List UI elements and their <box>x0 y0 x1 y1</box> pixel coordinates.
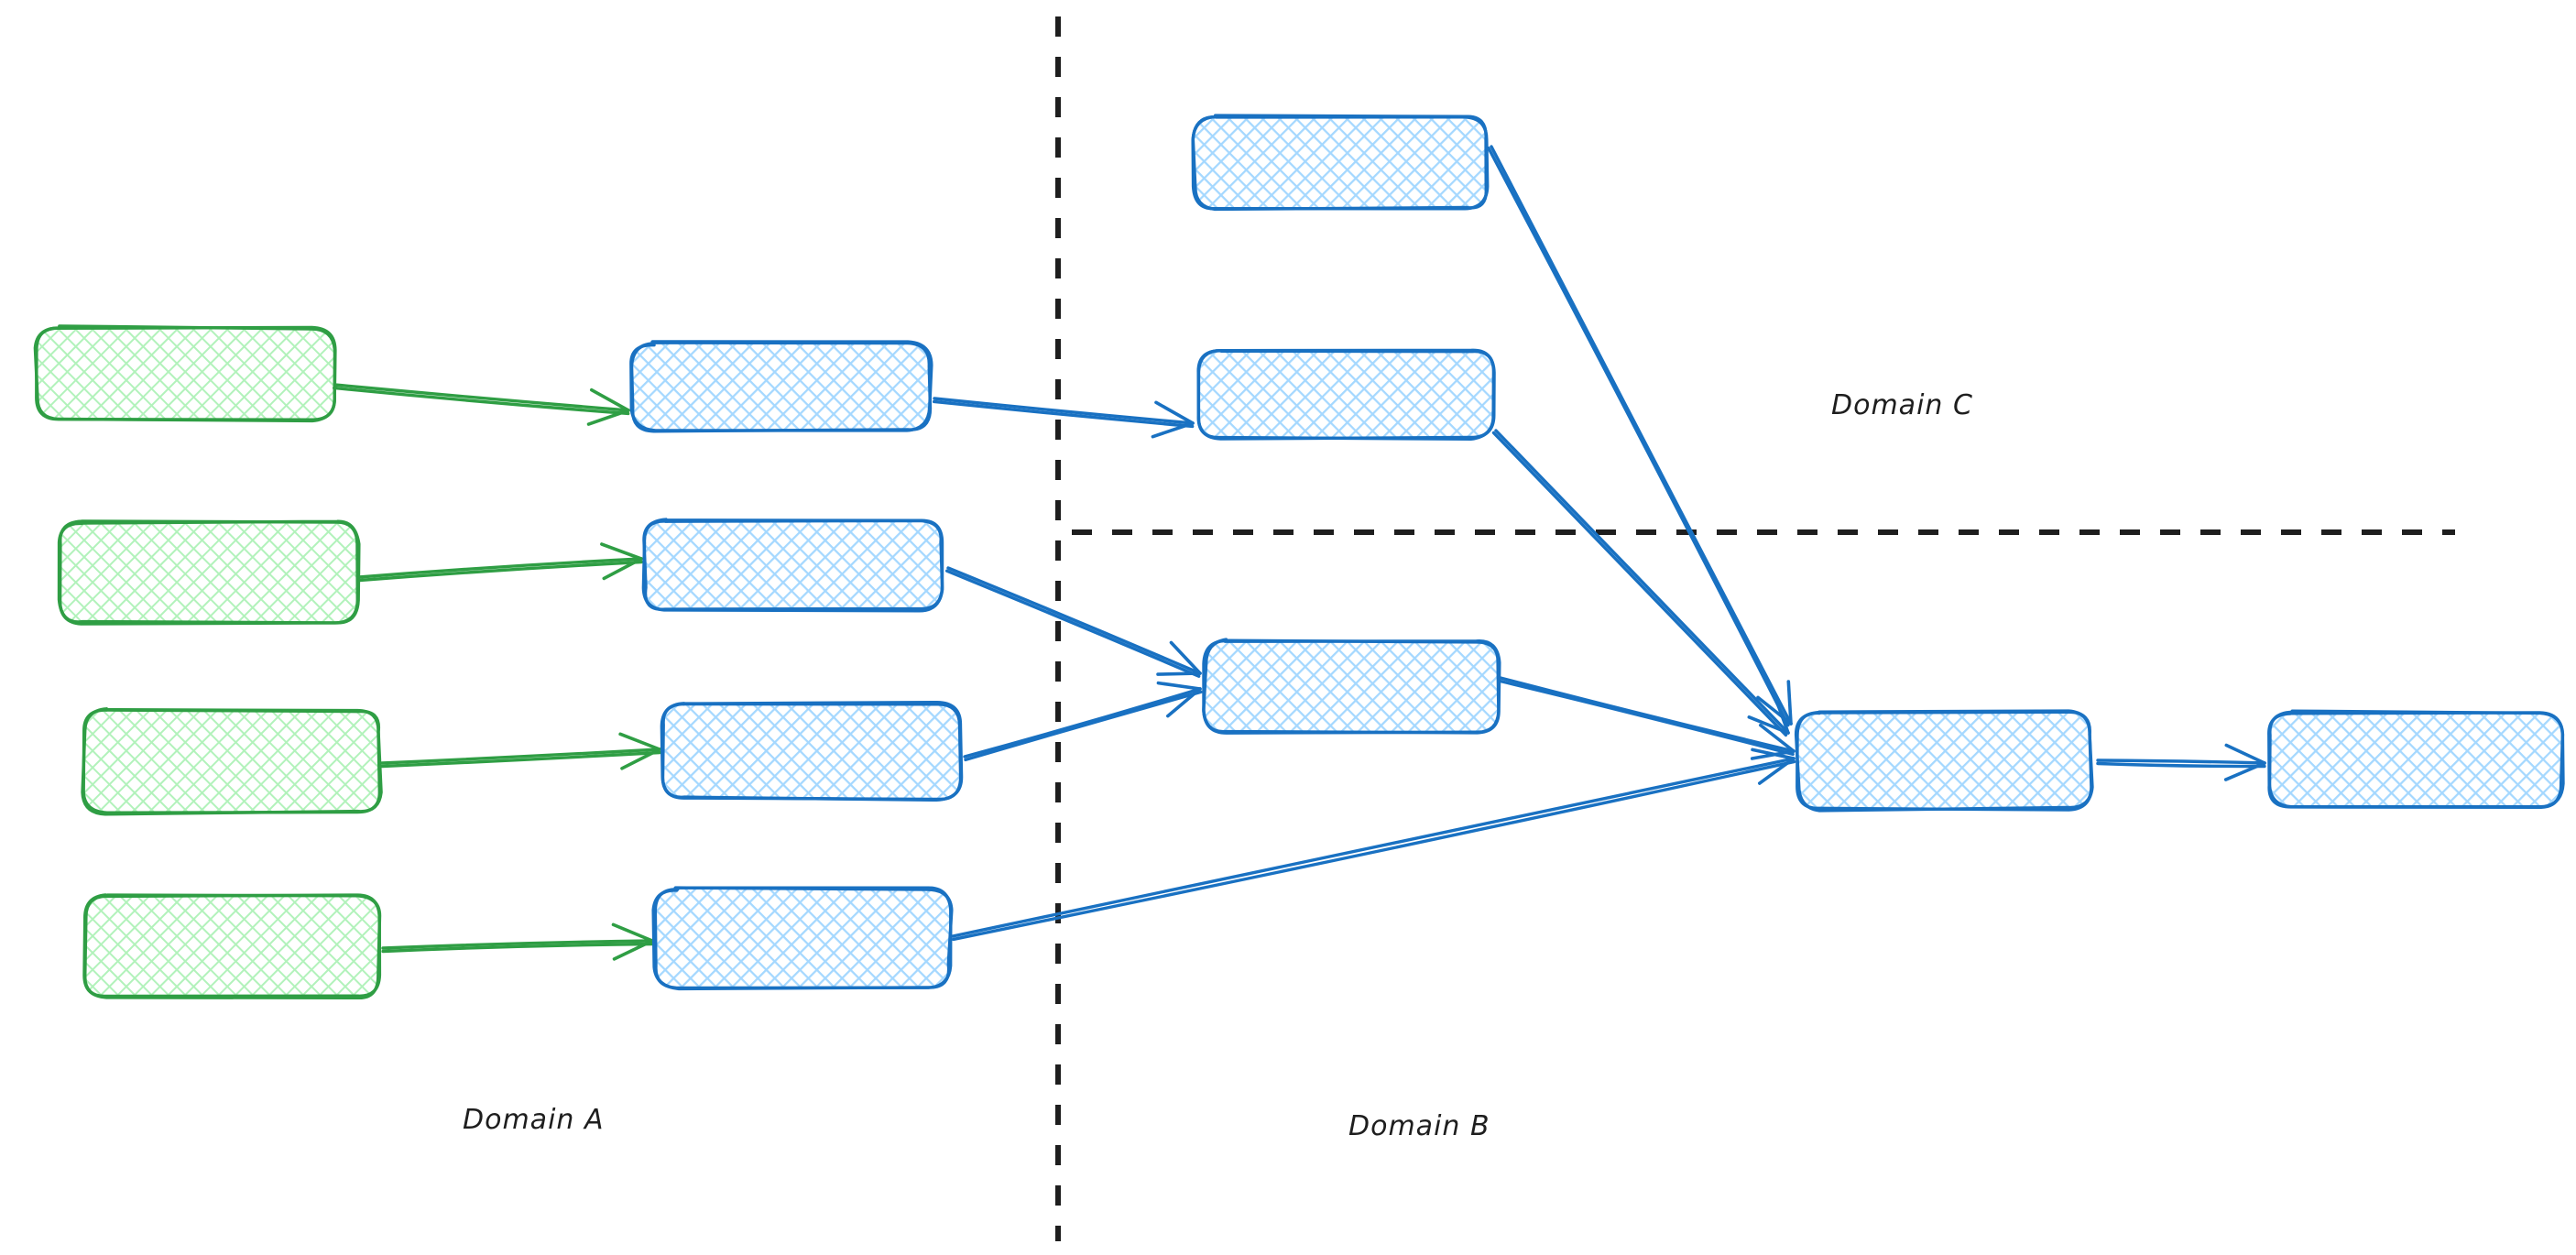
node-b3[interactable] <box>660 700 964 802</box>
node-outline <box>1794 709 2094 813</box>
node-fill <box>1796 712 2090 810</box>
node-outline <box>57 519 361 625</box>
node-fill <box>2268 712 2562 807</box>
node-outline <box>642 518 944 611</box>
node-fill <box>631 343 930 431</box>
node-fill <box>83 709 379 813</box>
edge-b1-to-c2 <box>932 397 1195 439</box>
edge-c1-to-c4 <box>1487 145 1793 727</box>
node-fill <box>1193 116 1487 210</box>
node-fill <box>1197 349 1493 439</box>
node-fill <box>661 703 960 800</box>
edge-a4-to-b4 <box>381 922 654 961</box>
node-outline <box>651 886 954 991</box>
node-c2[interactable] <box>1196 348 1496 442</box>
node-b1[interactable] <box>629 340 933 433</box>
node-outline <box>83 893 382 1000</box>
edge-c3-to-c4 <box>1498 676 1796 760</box>
edge-c2-to-c4 <box>1491 429 1790 737</box>
domain-label-domain-c: Domain C <box>1831 389 1973 421</box>
node-outline <box>660 700 964 802</box>
node-outline <box>2267 709 2565 809</box>
node-fill <box>643 519 942 611</box>
edge-b2-to-c3 <box>944 566 1202 678</box>
edge-a3-to-b3 <box>380 732 661 770</box>
domain-label-domain-b: Domain B <box>1348 1110 1490 1142</box>
edge-a1-to-b1 <box>332 383 630 426</box>
node-fill <box>36 327 334 420</box>
node-a4[interactable] <box>82 893 382 1000</box>
node-c4[interactable] <box>1794 709 2094 813</box>
node-b2[interactable] <box>641 518 944 613</box>
node-outline <box>1202 638 1501 735</box>
node-outline <box>1196 349 1496 442</box>
node-b4[interactable] <box>651 886 954 991</box>
node-layer <box>33 114 2565 1000</box>
divider-layer <box>1055 16 2455 1241</box>
node-a3[interactable] <box>81 707 383 816</box>
node-outline <box>81 707 383 816</box>
edge-a2-to-b2 <box>357 542 643 583</box>
node-c1[interactable] <box>1191 114 1490 212</box>
node-a2[interactable] <box>57 519 361 626</box>
node-a1[interactable] <box>33 324 337 423</box>
node-fill <box>654 888 950 988</box>
edge-b4-to-c4 <box>951 748 1796 942</box>
node-outline <box>629 340 933 432</box>
node-outline <box>33 324 337 423</box>
domain-label-domain-a: Domain A <box>463 1104 605 1136</box>
edge-c4-to-c5 <box>2096 743 2266 781</box>
node-c5[interactable] <box>2267 709 2565 809</box>
node-outline <box>1191 114 1488 212</box>
node-fill <box>1204 640 1498 734</box>
edge-layer <box>332 145 2266 961</box>
edge-b3-to-c3 <box>963 681 1203 762</box>
node-fill <box>59 521 357 624</box>
node-c3[interactable] <box>1202 638 1501 735</box>
node-fill <box>83 895 379 998</box>
